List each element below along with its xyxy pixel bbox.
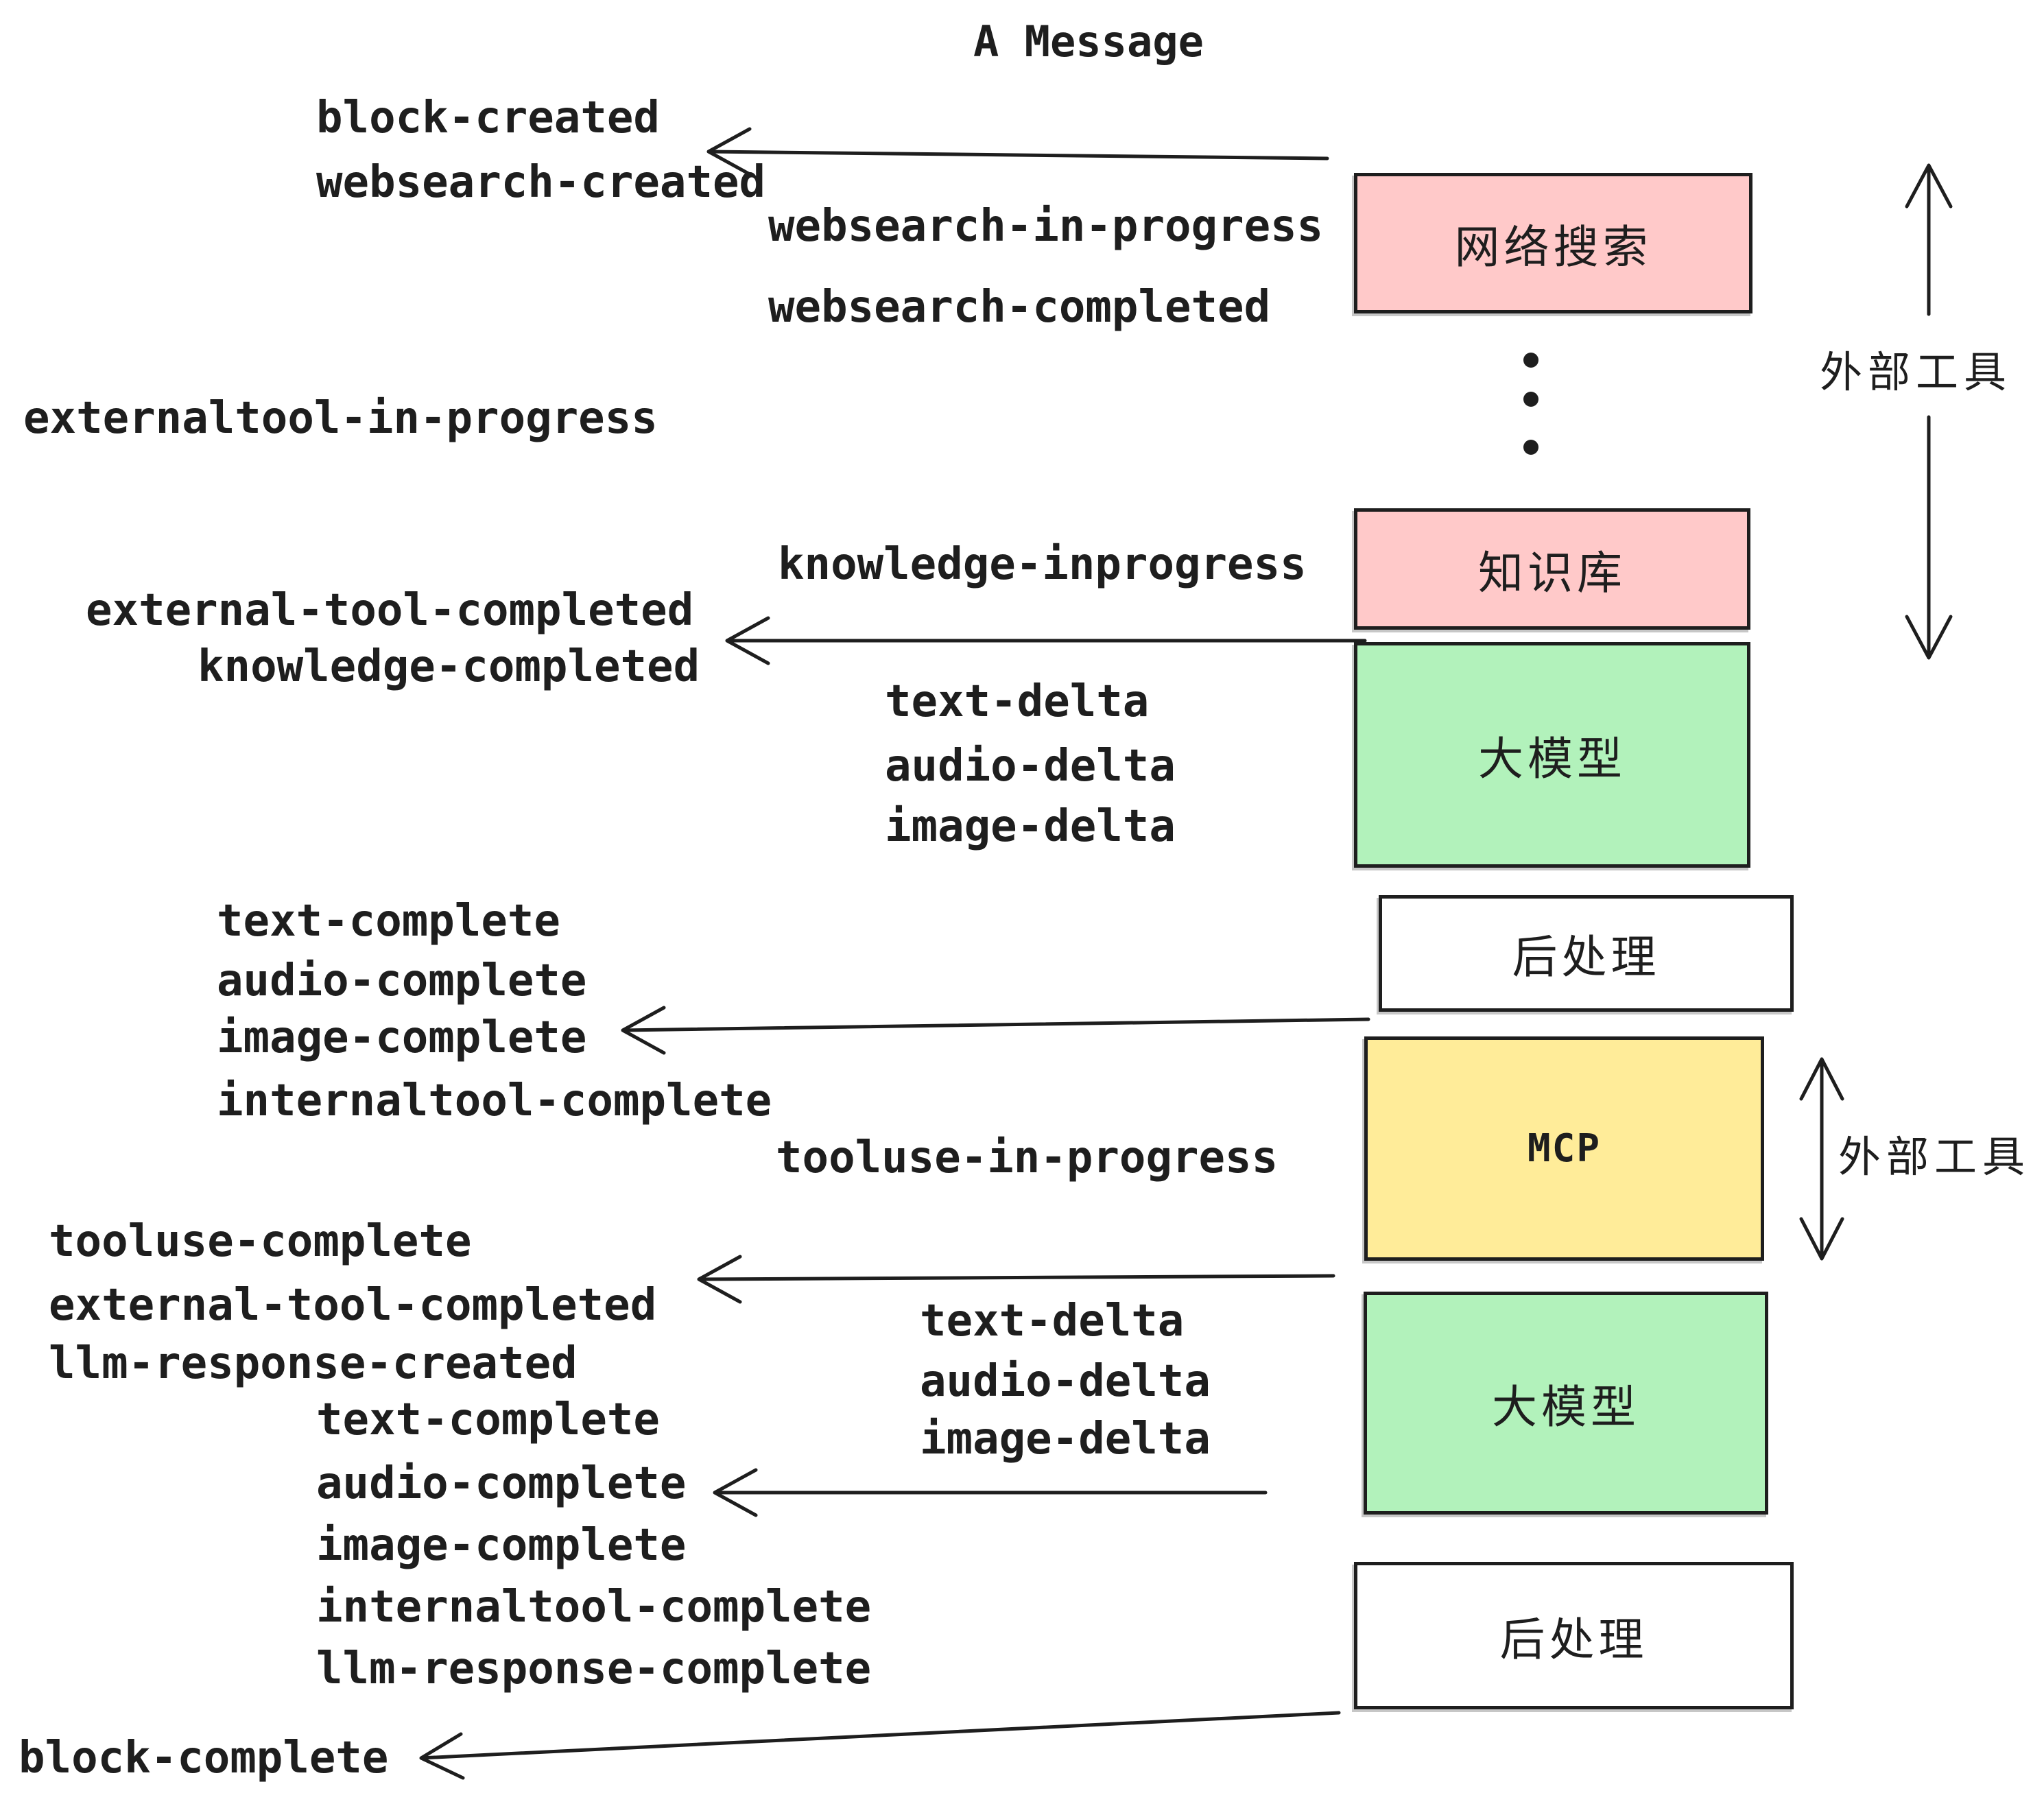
node-knowledge-label: 知识库: [1478, 546, 1626, 600]
event-externaltool-in-progress: externaltool-in-progress: [23, 393, 658, 444]
event-audio-delta-1: audio-delta: [885, 741, 1176, 792]
node-postprocess-1-label: 后处理: [1512, 931, 1661, 984]
arrow-llm2-complete-icon: [713, 1468, 1268, 1517]
arrow-block-complete-icon: [419, 1711, 1341, 1780]
external-tools-label-bottom: 外部工具: [1838, 1132, 2031, 1182]
event-knowledge-inprogress: knowledge-inprogress: [778, 539, 1307, 590]
event-llm-response-created: llm-response-created: [49, 1338, 578, 1389]
event-text-complete-2: text-complete: [316, 1394, 660, 1445]
event-llm-response-complete: llm-response-complete: [316, 1643, 872, 1694]
external-tools-label-top: 外部工具: [1820, 347, 2012, 397]
external-tools-up-arrow-bottom-icon: [1799, 1057, 1844, 1168]
node-mcp: MCP: [1364, 1036, 1764, 1261]
event-tooluse-in-progress: tooluse-in-progress: [776, 1132, 1279, 1183]
event-text-complete-1: text-complete: [217, 896, 560, 947]
event-knowledge-completed: knowledge-completed: [198, 641, 700, 692]
event-image-complete-1: image-complete: [217, 1012, 587, 1063]
arrow-websearch-to-block-created-icon: [706, 127, 1329, 176]
event-audio-complete-2: audio-complete: [316, 1458, 687, 1509]
event-internaltool-complete-2: internaltool-complete: [316, 1582, 872, 1633]
node-llm-2: 大模型: [1364, 1292, 1768, 1515]
arrow-llm1-complete-icon: [621, 1006, 1370, 1055]
node-websearch-label: 网络搜索: [1454, 220, 1652, 274]
external-tools-down-arrow-bottom-icon: [1799, 1161, 1844, 1261]
event-text-delta-1: text-delta: [885, 676, 1150, 727]
event-block-complete: block-complete: [19, 1733, 389, 1783]
node-mcp-label: MCP: [1527, 1126, 1602, 1171]
event-external-tool-completed-2: external-tool-completed: [49, 1280, 657, 1331]
node-postprocess-1: 后处理: [1379, 895, 1794, 1012]
event-text-delta-2: text-delta: [920, 1296, 1185, 1346]
event-websearch-completed: websearch-completed: [768, 282, 1271, 333]
node-llm-1: 大模型: [1354, 642, 1750, 868]
diagram-title: A Message: [973, 16, 1204, 67]
event-audio-complete-1: audio-complete: [217, 956, 587, 1006]
event-image-delta-2: image-delta: [920, 1414, 1211, 1464]
arrow-knowledge-completed-icon: [725, 616, 1367, 665]
event-audio-delta-2: audio-delta: [920, 1356, 1211, 1407]
event-block-created: block-created: [316, 93, 660, 143]
external-tools-up-arrow-top-icon: [1905, 163, 1953, 316]
node-postprocess-2: 后处理: [1354, 1562, 1794, 1709]
event-internaltool-complete-1: internaltool-complete: [217, 1076, 772, 1126]
event-tooluse-complete: tooluse-complete: [49, 1216, 472, 1267]
vertical-ellipsis-icon: [1523, 353, 1538, 455]
node-llm-1-label: 大模型: [1478, 732, 1626, 785]
node-knowledge: 知识库: [1354, 508, 1750, 630]
event-external-tool-completed-1: external-tool-completed: [86, 585, 694, 636]
external-tools-down-arrow-top-icon: [1905, 415, 1953, 660]
event-image-complete-2: image-complete: [316, 1520, 687, 1571]
node-websearch: 网络搜索: [1354, 173, 1752, 313]
event-image-delta-1: image-delta: [885, 801, 1176, 852]
event-websearch-created: websearch-created: [316, 157, 766, 208]
node-llm-2-label: 大模型: [1492, 1380, 1640, 1434]
event-websearch-in-progress: websearch-in-progress: [768, 201, 1324, 252]
node-postprocess-2-label: 后处理: [1499, 1613, 1648, 1666]
